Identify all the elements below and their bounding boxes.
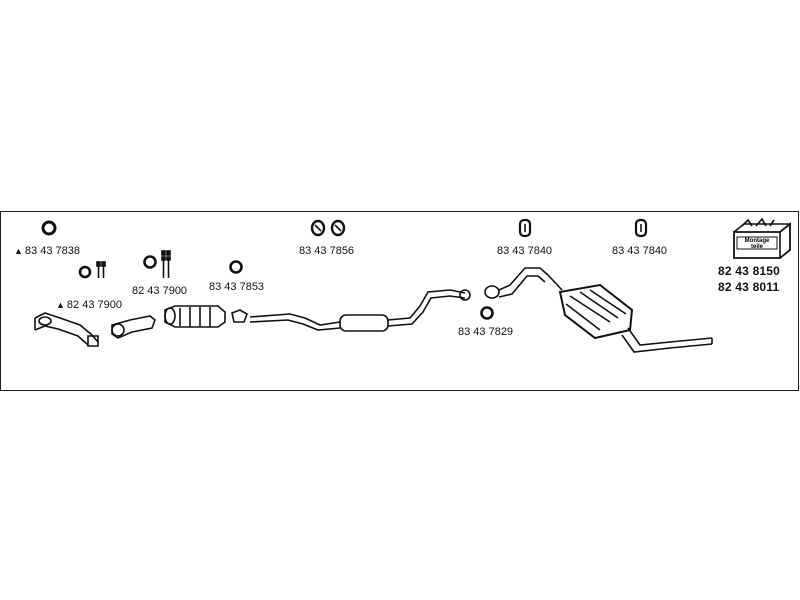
part-number-label: 82 43 7900 [132, 285, 188, 297]
gasket-ring-icon [143, 255, 157, 269]
triangle-marker-icon: ▲ [56, 300, 65, 310]
gasket-ring-icon [480, 306, 494, 320]
rubber-mount-pair-icon [310, 219, 346, 237]
connector-pipe-icon [111, 315, 156, 339]
gasket-ring-icon [229, 260, 243, 274]
rear-connector-icon [484, 267, 549, 299]
gasket-ring-icon [41, 220, 57, 236]
part-number-label: 83 43 7840 [497, 245, 553, 257]
rear-silencer-icon [547, 274, 713, 353]
bolt-set-icon [161, 250, 171, 278]
middle-silencer-pipe-icon [249, 289, 471, 332]
parts-box-icon [733, 217, 791, 259]
part-number-label: 83 43 7856 [299, 245, 355, 257]
rubber-mount-icon [518, 218, 532, 238]
flange-icon [231, 309, 248, 323]
part-number-label: 83 43 7840 [612, 245, 668, 257]
kit-box-label: Montage teile [744, 238, 770, 250]
kit-number-1: 82 43 8150 [718, 264, 781, 278]
diagram-frame [0, 211, 799, 391]
part-number-label: ▲83 43 7838 [14, 245, 80, 257]
part-number-label: 83 43 7853 [209, 281, 265, 293]
bolt-set-icon [96, 261, 106, 278]
gasket-ring-icon [78, 265, 92, 279]
front-pipe-icon [34, 312, 99, 347]
triangle-marker-icon: ▲ [14, 246, 23, 256]
kit-number-2: 82 43 8011 [718, 280, 780, 294]
catalytic-converter-icon [164, 305, 226, 328]
rubber-mount-icon [634, 218, 648, 238]
part-number-label: 83 43 7829 [458, 326, 514, 338]
part-number-label: ▲82 43 7900 [56, 299, 122, 311]
